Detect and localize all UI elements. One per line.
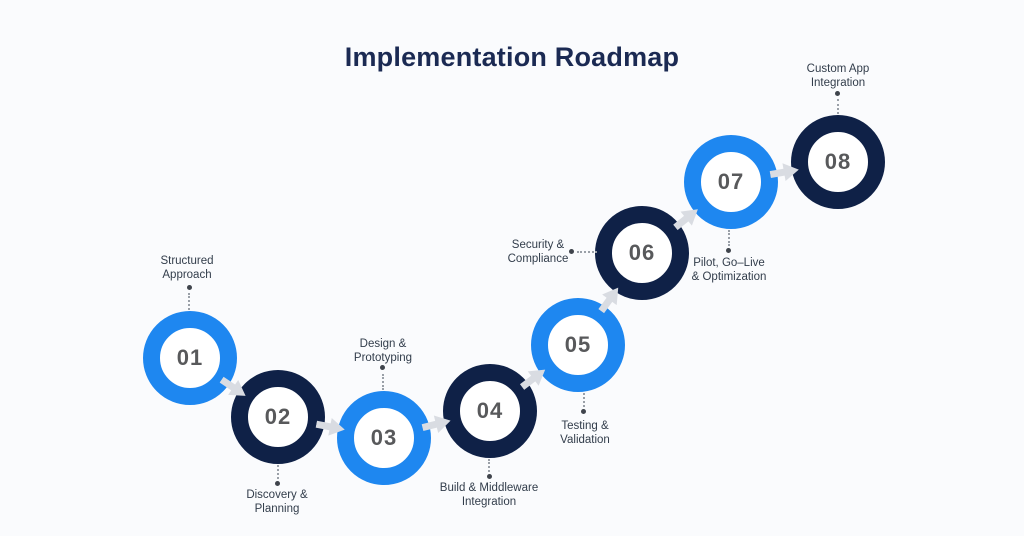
step-01-number: 01 [176, 345, 204, 370]
step-02-label: Discovery & Planning [207, 488, 347, 516]
step-02-leader-line [277, 465, 279, 479]
step-04-label-line1: Build & Middleware [439, 482, 539, 494]
step-06-leader-dot [569, 249, 574, 254]
step-08-leader-dot [835, 91, 840, 96]
step-04-number: 04 [476, 398, 504, 423]
step-04-leader-dot [487, 474, 492, 479]
step-01-label-line1: Structured [160, 255, 214, 267]
step-02-label-line2: Planning [254, 503, 300, 515]
step-07-number: 07 [717, 169, 745, 194]
step-07-label: Pilot, Go–Live & Optimization [659, 256, 799, 284]
step-06-label-line2: Compliance [507, 253, 569, 265]
step-07-leader-dot [726, 248, 731, 253]
step-03-leader-dot [380, 365, 385, 370]
step-08-label-line1: Custom App [806, 63, 870, 75]
step-05-label-line2: Validation [560, 434, 610, 446]
step-08-circle: 08 [791, 115, 885, 209]
step-01-leader-dot [187, 285, 192, 290]
step-05-leader-line [583, 393, 585, 407]
step-07-circle: 07 [684, 135, 778, 229]
step-03-label-line2: Prototyping [353, 352, 413, 364]
step-04-leader-line [488, 459, 490, 472]
step-01-label-line2: Approach [162, 269, 212, 281]
step-05-number: 05 [564, 332, 592, 357]
step-05-label: Testing & Validation [515, 419, 655, 447]
step-03-number: 03 [370, 425, 398, 450]
step-06-leader-line [577, 251, 597, 253]
step-06-label: Security & Compliance [483, 238, 593, 266]
step-08-number: 08 [824, 149, 852, 174]
step-01-circle: 01 [143, 311, 237, 405]
step-07-label-line2: & Optimization [691, 271, 767, 283]
page-title: Implementation Roadmap [344, 42, 680, 72]
step-03-label-line1: Design & [359, 338, 407, 350]
step-01-leader-line [188, 293, 190, 310]
arrow-step6-to-step7 [673, 209, 698, 231]
arrow-step4-to-step5 [519, 369, 546, 390]
step-03-leader-line [382, 374, 384, 390]
arrow-step5-to-step6 [598, 287, 619, 314]
step-05-label-line1: Testing & [561, 420, 609, 432]
arrow-step1-to-step2 [219, 376, 246, 396]
step-02-label-line1: Discovery & [246, 489, 308, 501]
step-06-label-line1: Security & [511, 239, 565, 251]
arrow-step2-to-step3 [315, 417, 345, 436]
step-02-number: 02 [264, 404, 292, 429]
step-03-label: Design & Prototyping [313, 337, 453, 365]
arrow-step3-to-step4 [421, 415, 451, 433]
step-03-circle: 03 [337, 391, 431, 485]
step-02-leader-dot [275, 481, 280, 486]
step-08-label-line2: Integration [810, 77, 866, 89]
step-05-leader-dot [581, 409, 586, 414]
arrow-step7-to-step8 [769, 163, 799, 182]
step-06-number: 06 [628, 240, 656, 265]
step-04-label-line2: Integration [461, 496, 517, 508]
step-07-leader-line [728, 230, 730, 246]
step-08-leader-line [837, 99, 839, 114]
step-07-label-line1: Pilot, Go–Live [693, 257, 765, 269]
step-08-label: Custom App Integration [768, 62, 908, 90]
step-01-label: Structured Approach [117, 254, 257, 282]
step-04-label: Build & Middleware Integration [419, 481, 559, 509]
